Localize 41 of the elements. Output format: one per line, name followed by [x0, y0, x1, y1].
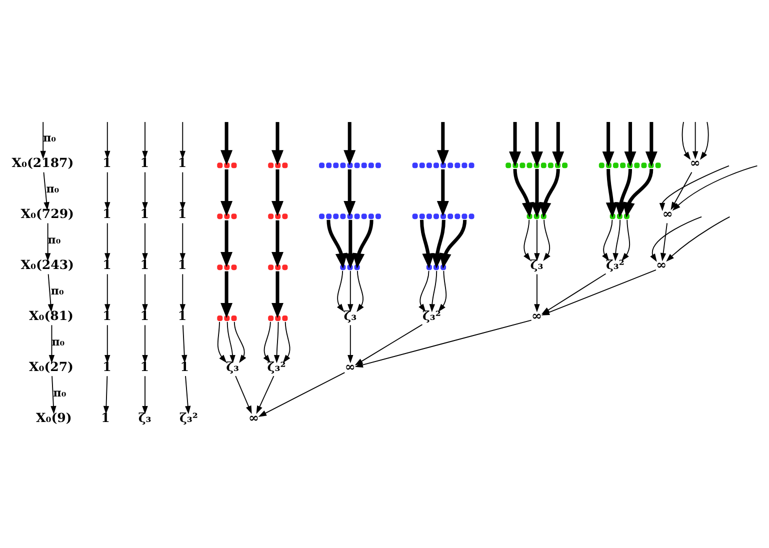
edge-label: π₀ — [50, 284, 64, 298]
node-text: ζ₃ — [344, 308, 357, 324]
node-text: ∞ — [344, 359, 356, 374]
node-text: X₀(27) — [28, 359, 74, 374]
node-text: ∞ — [248, 410, 259, 426]
node-text: ζ₃² — [422, 308, 441, 324]
node-text: ∞ — [531, 308, 542, 324]
node-text: ζ₃² — [180, 410, 198, 426]
node-text: 1 — [101, 410, 110, 426]
edge-label: π₀ — [52, 335, 65, 348]
node-text: 1 — [140, 206, 150, 222]
edge-label: π₀ — [43, 132, 56, 145]
node-text: 1 — [102, 257, 112, 272]
node-text: 1 — [140, 308, 150, 324]
node-text: 1 — [102, 206, 112, 222]
node-text: 1 — [102, 359, 112, 374]
node-text: 1 — [140, 359, 150, 374]
node-text: ζ₃² — [267, 359, 286, 374]
node-text: 1 — [178, 257, 187, 272]
node-text: X₀(729) — [20, 206, 74, 222]
node-text: 1 — [140, 257, 150, 272]
edge-label: π₀ — [53, 386, 66, 400]
node-text: X₀(9) — [36, 410, 72, 426]
node-text: ∞ — [690, 155, 700, 170]
node-text: 1 — [178, 206, 187, 222]
node-text: 1 — [102, 155, 112, 170]
node-text: 1 — [102, 308, 112, 324]
edge-label: π₀ — [46, 182, 60, 196]
node-text: 1 — [140, 155, 150, 170]
node-text: ζ₃ — [226, 359, 240, 374]
node-text: 1 — [180, 359, 190, 374]
node-text: X₀(81) — [28, 308, 74, 324]
node-text: 1 — [178, 308, 187, 324]
node-text: ∞ — [662, 206, 673, 222]
node-text: X₀(243) — [20, 257, 74, 272]
node-text: X₀(2187) — [12, 155, 74, 170]
node-text: ∞ — [656, 257, 667, 272]
node-text: 1 — [178, 155, 187, 170]
node-text: ζ₃² — [606, 257, 624, 272]
node-text: ζ₃ — [530, 257, 544, 272]
node-text: ζ₃ — [138, 410, 152, 426]
